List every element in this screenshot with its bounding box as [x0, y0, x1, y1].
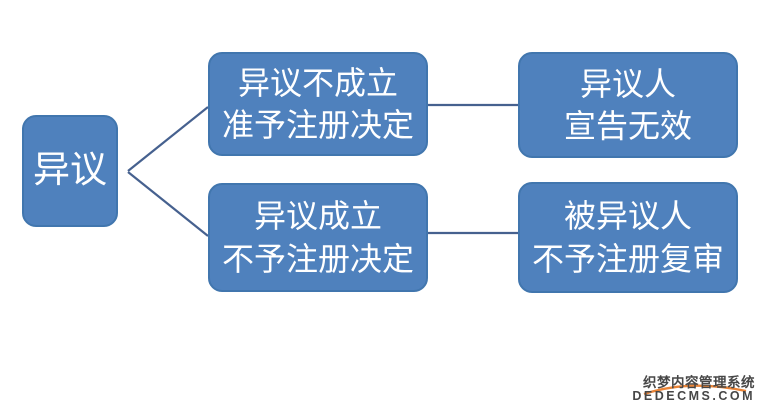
node-objection-rejected-decision: 异议不成立 准予注册决定	[208, 52, 428, 156]
node-label-line: 被异议人	[563, 198, 692, 235]
node-label-line: 宣告无效	[563, 108, 692, 144]
node-opposed-party-review: 被异议人 不予注册复审	[518, 182, 738, 293]
watermark-swoosh-icon	[643, 384, 747, 395]
watermark-domain: DEDECMS.COM	[632, 388, 755, 403]
node-objector-invalidation: 异议人 宣告无效	[518, 52, 738, 158]
node-label-line: 准予注册决定	[221, 107, 414, 143]
connector-root-to-top-decision	[127, 106, 209, 172]
node-label-line: 异议不成立	[237, 64, 398, 101]
dedecms-watermark: 织梦内容管理系统 DEDECMS.COM	[632, 374, 755, 403]
node-label: 异议	[33, 149, 107, 191]
node-label-line: 异议成立	[253, 198, 382, 235]
watermark-title: 织梦内容管理系统	[643, 374, 755, 390]
node-label-line: 异议人	[579, 65, 676, 102]
node-objection-upheld-decision: 异议成立 不予注册决定	[208, 183, 428, 292]
node-label-line: 不予注册决定	[221, 240, 414, 277]
connector-root-to-bottom-decision	[127, 171, 209, 237]
node-label-line: 不予注册复审	[531, 240, 724, 277]
node-objection: 异议	[22, 115, 118, 227]
